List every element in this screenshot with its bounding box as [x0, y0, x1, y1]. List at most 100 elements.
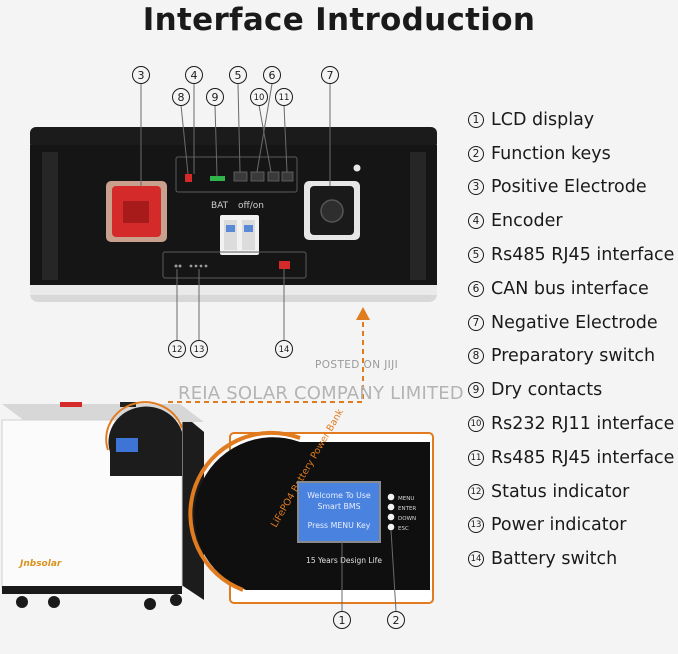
legend-label: Positive Electrode: [491, 177, 647, 198]
callout-7: 7: [321, 66, 339, 84]
dry-contacts: [210, 176, 225, 181]
callout-8: 8: [172, 88, 190, 106]
legend-item: 13 Power indicator: [468, 509, 676, 543]
callout-7-label: 7: [327, 69, 334, 82]
callout-4-label: 4: [191, 69, 198, 82]
battery-panel: BAT off/on: [30, 127, 437, 302]
legend-item: 4 Encoder: [468, 204, 676, 238]
legend-number: 4: [468, 213, 484, 230]
enter-key-icon: [387, 503, 395, 511]
callout-leaders: [140, 83, 331, 340]
legend-number: 7: [468, 314, 484, 331]
callout-2-label: 2: [393, 614, 400, 627]
callout-6-label: 6: [269, 69, 276, 82]
cabinet-lcd-screen: [116, 438, 138, 452]
legend-label: LCD display: [491, 109, 595, 130]
cabinet-lcd-orange-arc: [105, 401, 183, 451]
lcd-closeup: LiFePO4 Battery Power Bank Welcome To Us…: [188, 407, 434, 612]
legend-number: 8: [468, 348, 484, 365]
cabinet-lcd-bezel: [108, 406, 182, 476]
callout-2: 2: [387, 611, 405, 629]
legend-label: Rs232 RJ11 interface: [491, 414, 675, 435]
cabinet-base: [2, 586, 182, 594]
legend-label: Encoder: [491, 211, 563, 232]
callout-9: 9: [206, 88, 224, 106]
wheel-4: [170, 594, 182, 606]
orange-connector: [168, 307, 370, 403]
battery-switch: [279, 261, 290, 269]
port-panel: [175, 156, 298, 193]
leader-2: [390, 529, 397, 612]
panel-top-rim: [30, 127, 437, 149]
wheel-3: [144, 598, 156, 610]
legend-number: 2: [468, 145, 484, 162]
bat-label: BAT: [211, 201, 229, 211]
lcd-screen: [297, 481, 381, 543]
power-led-2: [194, 264, 198, 268]
brand-logo: Jnbsolar: [18, 559, 62, 569]
legend-number: 3: [468, 179, 484, 196]
breaker-toggle-right: [244, 225, 253, 232]
legend-number: 10: [468, 416, 484, 433]
legend-item: 3 Positive Electrode: [468, 171, 676, 205]
indicator-panel: [162, 251, 307, 279]
power-led-1: [189, 264, 193, 268]
callout-9-label: 9: [212, 91, 219, 104]
callout-12: 12: [168, 340, 186, 358]
panel-slot-right: [410, 152, 426, 280]
leader-6: [256, 83, 273, 173]
can-port: [250, 171, 265, 182]
callout-8-label: 8: [178, 91, 185, 104]
power-led-4: [204, 264, 208, 268]
rs485-port-1: [233, 171, 248, 182]
power-led-3: [199, 264, 203, 268]
callout-4: 4: [185, 66, 203, 84]
callout-5: 5: [229, 66, 247, 84]
legend-number: 13: [468, 517, 484, 534]
callout-6: 6: [263, 66, 281, 84]
callout-1: 1: [333, 611, 351, 629]
callout-1-label: 1: [339, 614, 346, 627]
panel-slot-left: [42, 152, 58, 280]
legend-label: Preparatory switch: [491, 346, 656, 367]
callout-11-label: 11: [279, 93, 290, 103]
legend-label: Rs485 RJ45 interface: [491, 447, 675, 468]
rs485-port-2: [281, 171, 294, 182]
preparatory-switch: [185, 174, 192, 182]
callout-14-label: 14: [279, 345, 290, 355]
leader-5: [237, 83, 241, 173]
positive-terminal-socket: [123, 201, 149, 223]
callout-10: 10: [250, 88, 268, 106]
callout-3: 3: [132, 66, 150, 84]
legend-number: 14: [468, 551, 484, 568]
leader-11: [283, 104, 288, 173]
legend-item: 10 Rs232 RJ11 interface: [468, 407, 676, 441]
legend-label: Power indicator: [491, 515, 627, 536]
leader-8: [180, 104, 189, 175]
breaker-pole-left: [224, 220, 237, 250]
callouts: 3 4 5 6 7 8 9 10 11 12 13 14: [132, 66, 339, 358]
design-life-text: 15 Years Design Life: [306, 556, 382, 565]
function-keys: MENU ENTER DOWN ESC: [387, 493, 416, 532]
panel-led-icon: [353, 164, 361, 172]
legend-item: 8 Preparatory switch: [468, 340, 676, 374]
menu-key-icon: [387, 493, 395, 501]
legend-number: 12: [468, 483, 484, 500]
watermark-posted: POSTED ON JIJI: [315, 359, 399, 371]
callout-13: 13: [190, 340, 208, 358]
wheel-1: [16, 596, 28, 608]
battery-cabinet: Jnbsolar: [1, 401, 204, 610]
legend-number: 6: [468, 280, 484, 297]
wheel-2: [48, 596, 60, 608]
leader-10: [258, 104, 272, 173]
status-led-1: [174, 264, 178, 268]
down-key-icon: [387, 513, 395, 521]
cabinet-top-black-terminal: [120, 402, 136, 407]
